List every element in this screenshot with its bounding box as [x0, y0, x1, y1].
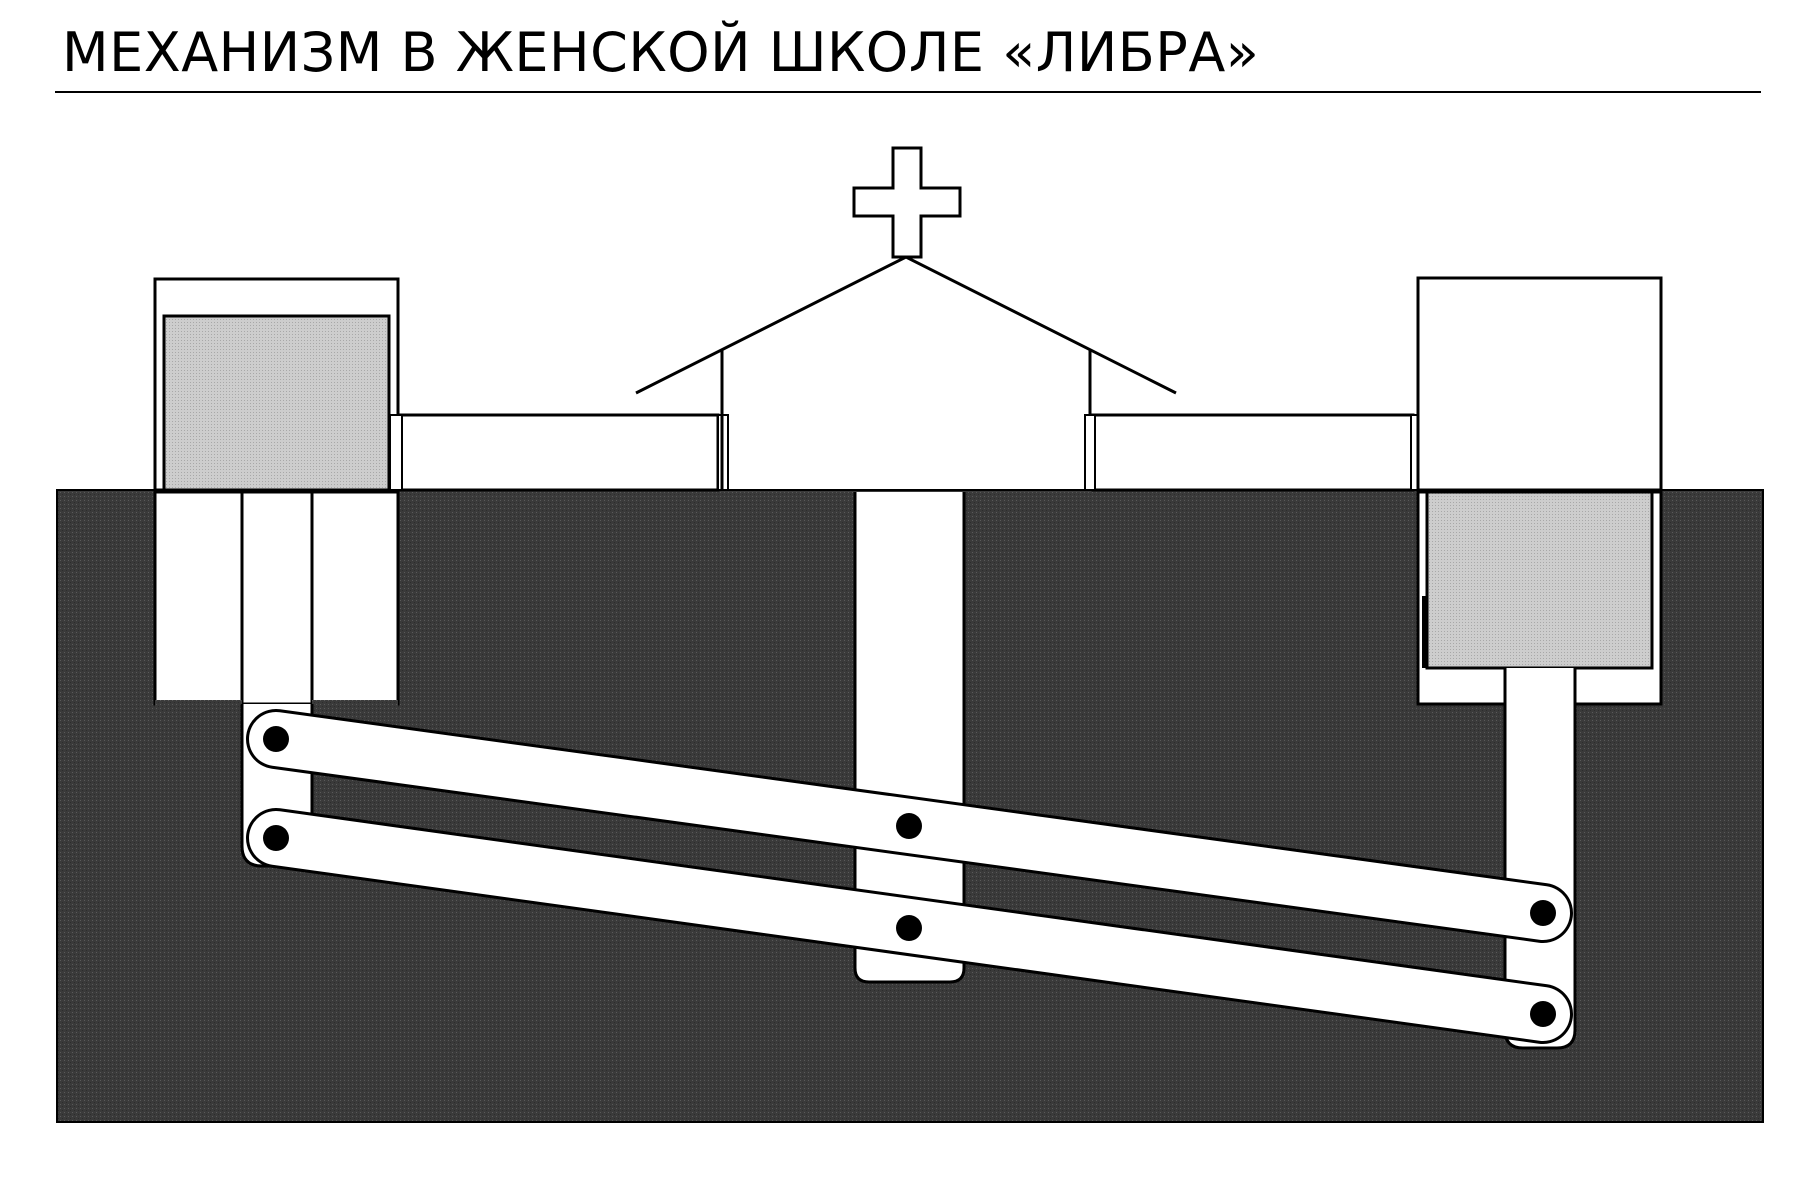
left-stone-block [162, 314, 391, 492]
left-wall [389, 413, 729, 492]
right-wall [1084, 413, 1424, 492]
right-stone-block [1425, 490, 1654, 670]
left-tower [153, 277, 400, 708]
joint-left-lower [263, 825, 289, 851]
cross-icon [852, 146, 962, 259]
joint-right-upper [1530, 900, 1556, 926]
joint-left-upper [263, 726, 289, 752]
joint-center-lower [896, 915, 922, 941]
diagram-title: МЕХАНИЗМ В ЖЕНСКОЙ ШКОЛЕ «ЛИБРА» [62, 21, 1260, 84]
joint-center-upper [896, 813, 922, 839]
right-tower [1416, 276, 1663, 708]
title-divider [55, 91, 1761, 93]
joint-right-lower [1530, 1001, 1556, 1027]
